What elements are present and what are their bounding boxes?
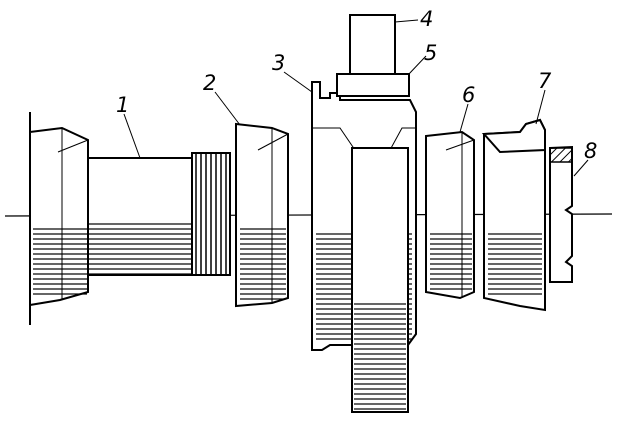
callout-7: 7 — [538, 69, 552, 93]
part-8-lock-washer — [549, 145, 573, 283]
callout-8: 8 — [584, 139, 597, 163]
callout-6: 6 — [462, 83, 475, 107]
part-6-ring — [425, 130, 475, 300]
part-5-washer — [336, 73, 410, 97]
part-2-bushing — [235, 122, 289, 308]
callout-4: 4 — [420, 7, 433, 31]
leader-lines — [123, 19, 589, 177]
callout-2: 2 — [203, 71, 216, 95]
part-4-shaft — [349, 14, 409, 413]
callout-3: 3 — [272, 51, 285, 75]
part-7-nut — [481, 118, 546, 312]
part-1-threaded-sleeve — [29, 112, 231, 325]
callout-1: 1 — [116, 93, 129, 117]
callout-5: 5 — [424, 41, 437, 65]
